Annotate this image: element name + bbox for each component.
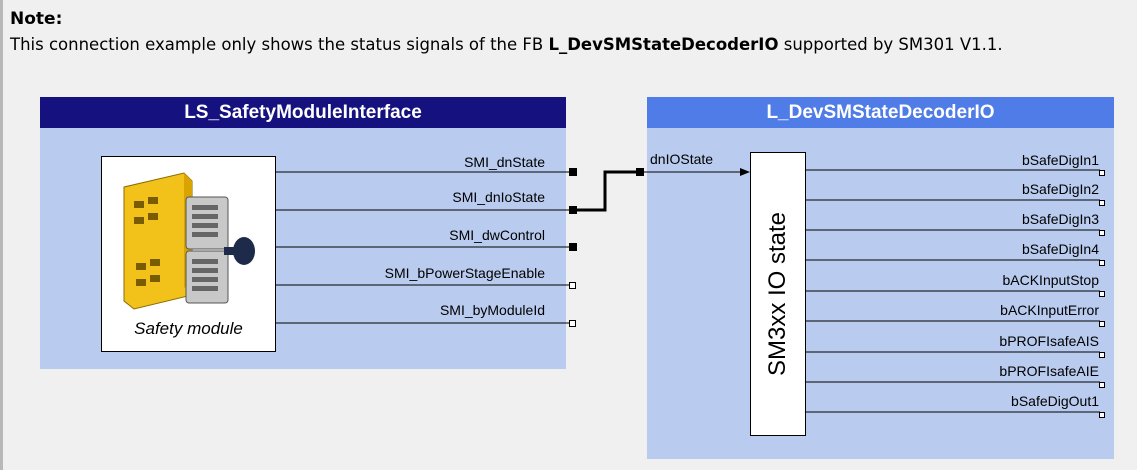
- signal-bsafedigout1: bSafeDigOut1: [1011, 393, 1099, 409]
- signal-smi-dwcontrol: SMI_dwControl: [449, 227, 545, 243]
- signal-dniostate-input: dnIOState: [650, 151, 714, 167]
- signal-backinputerror: bACKInputError: [1000, 302, 1099, 318]
- signal-bsafedigin2: bSafeDigIn2: [1021, 181, 1099, 197]
- right-output-wires: [806, 169, 1100, 413]
- signal-smi-bpowerstageenable: SMI_bPowerStageEnable: [384, 265, 545, 281]
- right-output-ports: [1099, 170, 1105, 418]
- right-block-title: L_DevSMStateDecoderIO: [647, 97, 1114, 128]
- port-dniostate-input: [636, 168, 644, 176]
- left-block-title: LS_SafetyModuleInterface: [40, 97, 566, 128]
- port-smi-dniostate: [569, 206, 577, 214]
- port-smi-dwcontrol: [569, 243, 577, 251]
- signal-bprofisafeais: bPROFIsafeAIS: [999, 333, 1099, 349]
- l-dev-sm-state-decoder-io-block: L_DevSMStateDecoderIO: [647, 97, 1114, 459]
- signal-bsafedigin1: bSafeDigIn1: [1021, 152, 1099, 168]
- safety-module-label: Safety module: [134, 319, 243, 338]
- ls-safety-module-interface-block: LS_SafetyModuleInterface: [40, 97, 566, 369]
- signal-bsafedigin3: bSafeDigIn3: [1021, 211, 1099, 227]
- signal-smi-bymoduleid: SMI_byModuleId: [439, 302, 545, 318]
- note-text-after: supported by SM301 V1.1.: [778, 35, 1003, 54]
- safety-module-icon: [123, 172, 255, 310]
- signal-bprofisafeaie: bPROFIsafeAIE: [999, 363, 1099, 379]
- arrow-dniostate-input: [740, 168, 750, 176]
- signal-smi-dnstate: SMI_dnState: [464, 154, 545, 170]
- signal-smi-dniostate: SMI_dnIoState: [452, 189, 545, 205]
- note-text-before: This connection example only shows the s…: [10, 35, 549, 54]
- wire-connection-dniostate: [577, 170, 640, 212]
- note-fb-name: L_DevSMStateDecoderIO: [548, 35, 779, 54]
- signal-backinputstop: bACKInputStop: [1002, 272, 1099, 288]
- port-smi-bymoduleid: [569, 320, 576, 327]
- sm3xx-io-state-box: SM3xx IO state: [750, 152, 806, 436]
- port-smi-dnstate: [569, 168, 577, 176]
- safety-module-box: Safety module: [101, 156, 276, 352]
- note-title: Note:: [10, 9, 63, 29]
- note-text: This connection example only shows the s…: [10, 33, 1100, 57]
- port-smi-bpowerstageenable: [569, 282, 576, 289]
- signal-bsafedigin4: bSafeDigIn4: [1021, 241, 1099, 257]
